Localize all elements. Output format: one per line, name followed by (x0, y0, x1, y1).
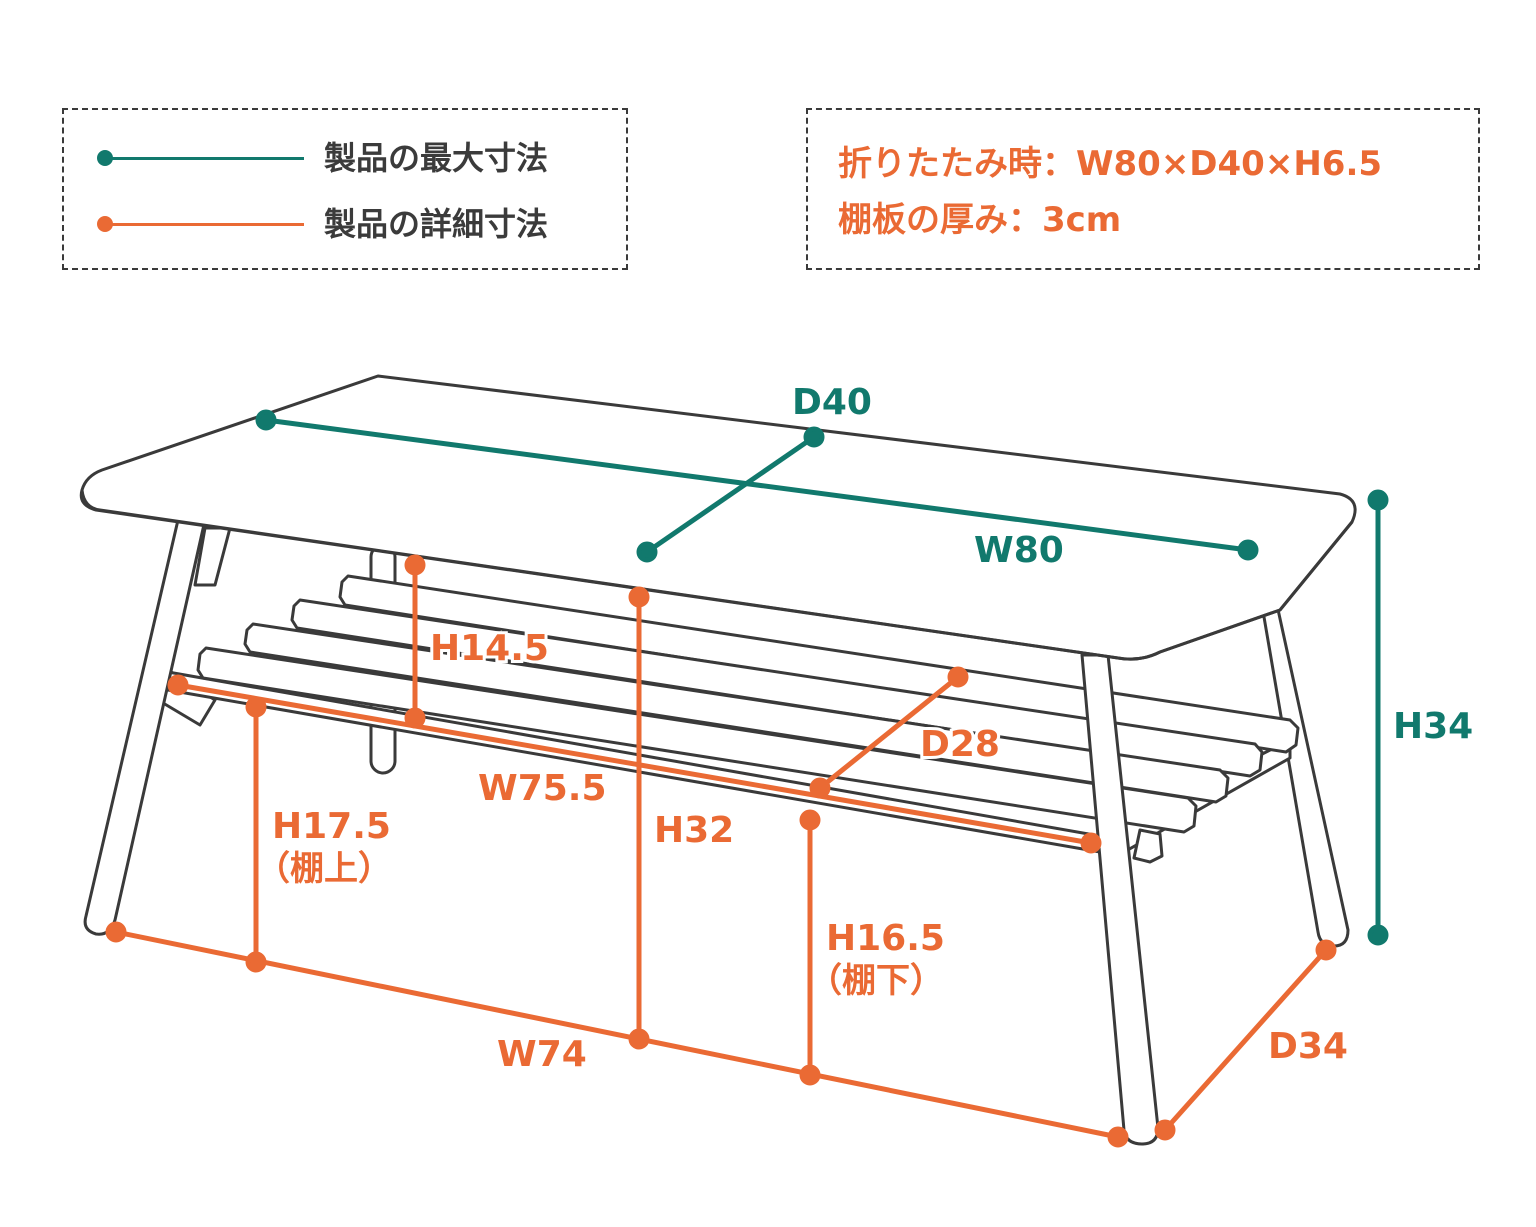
label-w80: W80 (974, 530, 1064, 571)
shelf-thickness: 棚板の厚み：3cm (838, 200, 1122, 240)
label-w75-5: W75.5 (478, 768, 607, 809)
shelf-slat-4 (196, 646, 1198, 834)
d28-line (818, 675, 960, 790)
legend-dot-detail (97, 216, 113, 232)
h34-bottom-dot (1367, 924, 1389, 946)
d28-end-dot (947, 666, 969, 688)
w80-end-dot (1237, 539, 1259, 561)
h14-5-top-dot (404, 554, 426, 576)
d40-line (645, 434, 816, 555)
label-h34: H34 (1393, 706, 1473, 747)
legend-label-max: 製品の最大寸法 (324, 139, 549, 177)
folded-dimensions: 折りたたみ時：W80×D40×H6.5 (838, 144, 1383, 184)
front-left-leg (83, 518, 207, 936)
d34-line (1163, 948, 1328, 1132)
legend-box: 製品の最大寸法 製品の詳細寸法 (62, 108, 628, 270)
w74-start-dot (105, 921, 127, 943)
legend-line-detail (104, 223, 304, 226)
w80-start-dot (255, 409, 277, 431)
legend-label-detail: 製品の詳細寸法 (324, 205, 549, 243)
label-w74: W74 (497, 1034, 587, 1075)
shelf-slat-3 (243, 622, 1230, 804)
table-top-edge (80, 489, 1354, 661)
h34-top-dot (1367, 489, 1389, 511)
shelf-slat-5 (1132, 828, 1164, 864)
d28-start-dot (809, 777, 831, 799)
w75-5-end-dot (1080, 832, 1102, 854)
h16-5-top-dot (799, 809, 821, 831)
label-d40: D40 (792, 382, 872, 423)
d34-end-dot (1315, 939, 1337, 961)
legend-row-max: 製品の最大寸法 (64, 138, 626, 178)
w75-5-start-dot (167, 674, 189, 696)
w74-line (115, 929, 1119, 1140)
shelf-slat-2 (290, 598, 1264, 778)
label-h16-5: H16.5 (826, 918, 945, 959)
shelf-slat-1 (338, 574, 1300, 754)
label-h32: H32 (654, 810, 734, 851)
h17-5-top-dot (245, 696, 267, 718)
label-d28: D28 (920, 724, 1000, 765)
d34-start-dot (1154, 1119, 1176, 1141)
legend-row-detail: 製品の詳細寸法 (64, 204, 626, 244)
legend-dot-max (97, 150, 113, 166)
label-h17-5-note: （棚上） (256, 849, 392, 889)
info-box: 折りたたみ時：W80×D40×H6.5 棚板の厚み：3cm (806, 108, 1480, 270)
h32-top-dot (628, 586, 650, 608)
label-d34: D34 (1268, 1026, 1348, 1067)
label-h16-5-note: （棚下） (808, 961, 944, 1001)
legend-line-max (104, 157, 304, 160)
d40-end-dot (803, 426, 825, 448)
w74-end-dot (1107, 1126, 1129, 1148)
label-h14-5: H14.5 (430, 628, 549, 669)
label-h17-5: H17.5 (272, 806, 391, 847)
w80-line (265, 417, 1249, 553)
d40-start-dot (636, 541, 658, 563)
w75-5-line (177, 682, 1092, 846)
